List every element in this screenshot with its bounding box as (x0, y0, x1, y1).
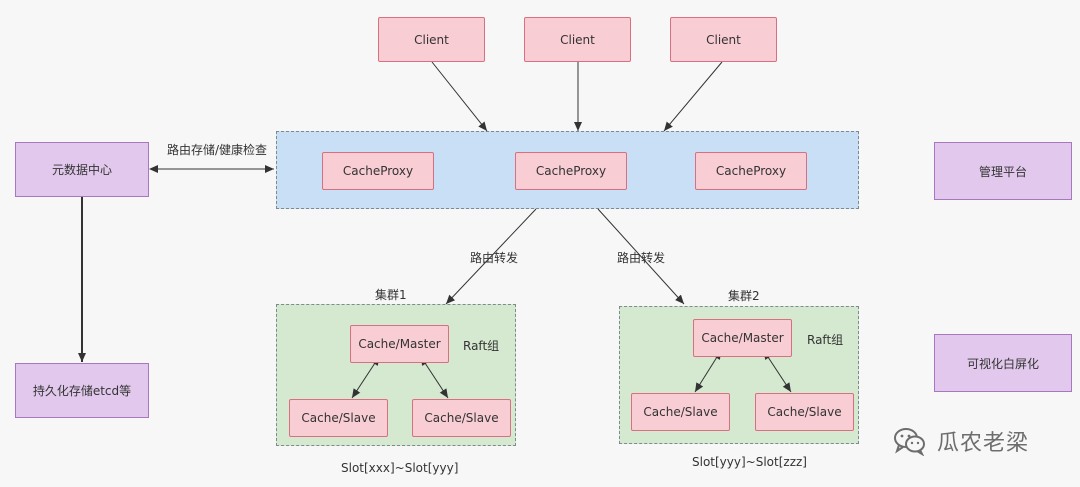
cluster-2-title: 集群2 (728, 289, 760, 303)
cluster-1-slot-range: Slot[xxx]~Slot[yyy] (341, 461, 459, 475)
cache-proxy-node-3: CacheProxy (695, 152, 807, 190)
cluster-1-slave-node-2: Cache/Slave (412, 399, 511, 437)
c1-master-slave-2-arrow (420, 356, 449, 399)
cluster-2-master-node: Cache/Master (693, 319, 792, 357)
cluster-1-raft-label: Raft组 (463, 339, 500, 353)
route-forward-label-2: 路由转发 (617, 251, 666, 265)
visualization-node: 可视化白屏化 (934, 334, 1072, 392)
c2-master-slave-1-arrow (694, 350, 722, 393)
cache-proxy-node-1: CacheProxy (322, 152, 434, 190)
cluster-2-slave-node-1: Cache/Slave (631, 393, 730, 431)
client-node-1: Client (378, 17, 485, 62)
route-forward-label-1: 路由转发 (470, 251, 519, 265)
wechat-icon (894, 428, 925, 456)
c2-master-slave-2-arrow (763, 350, 792, 393)
admin-platform-node: 管理平台 (934, 142, 1072, 200)
route-cluster-1-arrow (445, 208, 537, 305)
client-node-3: Client (670, 17, 777, 62)
watermark: 瓜农老梁 (893, 425, 1029, 457)
cluster-1-title: 集群1 (375, 288, 407, 302)
client-3-arrow (663, 61, 723, 132)
cluster-2-slot-range: Slot[yyy]~Slot[zzz] (692, 455, 807, 469)
cluster-2-raft-label: Raft组 (807, 333, 844, 347)
cluster-1-master-node: Cache/Master (350, 325, 449, 363)
meta-center-node: 元数据中心 (15, 142, 149, 197)
route-cluster-2-arrow (597, 208, 685, 305)
route-storage-health-check-label: 路由存储/健康检查 (167, 143, 268, 157)
persist-storage-node: 持久化存储etcd等 (15, 363, 149, 418)
client-1-arrow (431, 61, 488, 132)
cluster-2-slave-node-2: Cache/Slave (755, 393, 854, 431)
cluster-1-slave-node-1: Cache/Slave (289, 399, 388, 437)
cache-proxy-node-2: CacheProxy (515, 152, 627, 190)
client-node-2: Client (524, 17, 631, 62)
watermark-text: 瓜农老梁 (937, 431, 1030, 456)
c1-master-slave-1-arrow (351, 356, 380, 399)
